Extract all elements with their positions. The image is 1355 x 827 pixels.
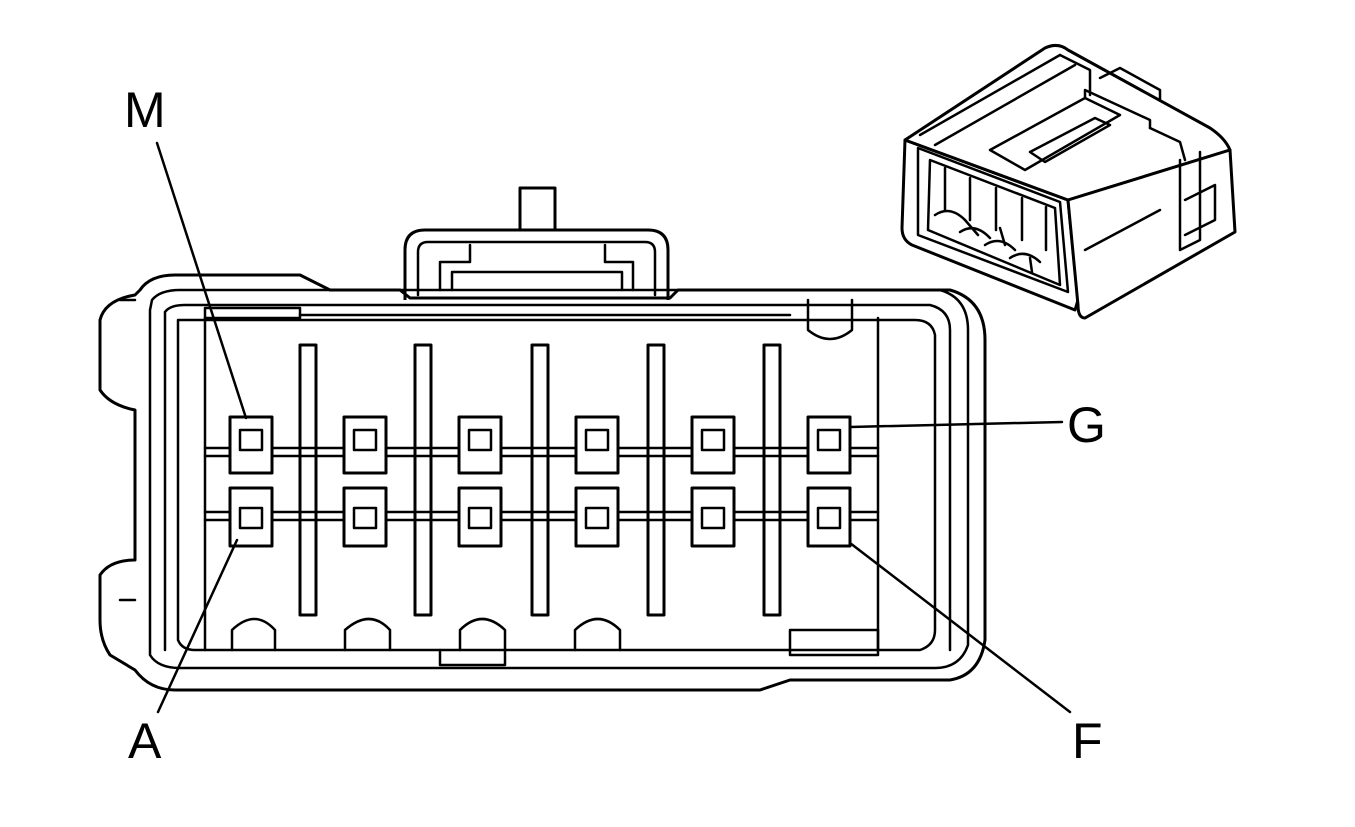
rib <box>530 343 550 617</box>
terminal-cavity <box>574 415 620 475</box>
leader-line-g <box>848 420 1064 429</box>
inner-cavity <box>176 318 937 652</box>
rib <box>413 343 433 617</box>
leader-lines <box>155 141 1072 714</box>
pin-label-m: M <box>124 82 166 138</box>
rib <box>646 343 666 617</box>
rib <box>298 343 318 617</box>
terminal-cavity <box>342 486 388 548</box>
connector-isometric-view <box>900 43 1237 320</box>
rib <box>762 343 782 617</box>
pin-label-f: F <box>1072 713 1103 769</box>
terminal-cavity <box>806 415 852 475</box>
terminal-cavity <box>228 486 274 548</box>
pin-label-g: G <box>1067 397 1106 453</box>
pin-label-a: A <box>128 713 162 769</box>
terminal-cavity <box>342 415 388 475</box>
terminal-cavity <box>457 486 503 548</box>
terminal-cavity <box>806 486 852 548</box>
terminal-cavity <box>228 415 274 475</box>
leader-line-a <box>156 538 239 714</box>
terminal-cavity <box>690 415 736 475</box>
terminal-row-bottom <box>228 486 852 548</box>
connector-face-view <box>98 186 987 692</box>
leader-line-f <box>848 541 1072 714</box>
leader-line-m <box>155 141 248 420</box>
top-latch <box>518 186 557 234</box>
rib-group <box>298 343 782 617</box>
terminal-cavity <box>457 415 503 475</box>
terminal-cavity <box>574 486 620 548</box>
terminal-cavity <box>690 486 736 548</box>
terminal-row-top <box>228 415 852 475</box>
